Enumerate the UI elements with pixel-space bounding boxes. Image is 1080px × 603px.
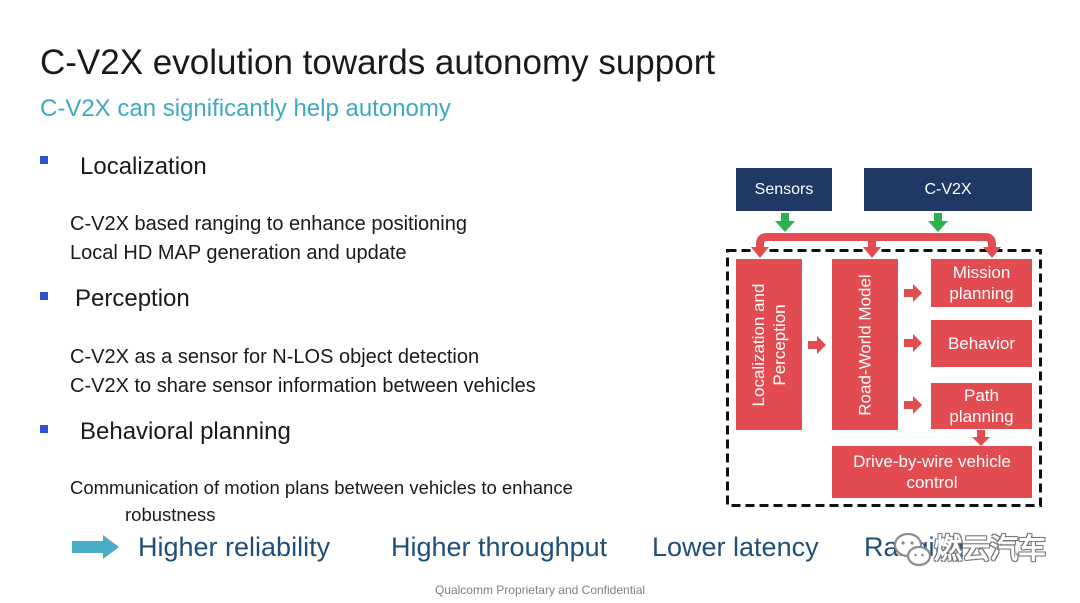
road-world-to-mission-arrow-icon — [904, 284, 922, 302]
to-mission-planning-arrow-icon — [983, 247, 1001, 258]
bullet-heading-behavioral-planning: Behavioral planning — [80, 418, 291, 445]
road-world-to-behavior-arrow-icon — [904, 334, 922, 352]
path-planning-line-2: planning — [949, 407, 1014, 426]
footer-confidential: Qualcomm Proprietary and Confidential — [434, 583, 646, 597]
bullet-marker-localization — [40, 156, 48, 164]
mission-planning-line-2: planning — [949, 284, 1014, 303]
mission-planning-line-1: Mission — [952, 263, 1011, 282]
bullet-subitem: C-V2X to share sensor information betwee… — [70, 375, 536, 397]
sensors-box: Sensors — [736, 168, 832, 211]
path-planning-line-1: Path — [964, 386, 999, 405]
cv2x-label: C-V2X — [924, 181, 972, 198]
benefit-higher-throughput: Higher throughput — [391, 532, 608, 562]
drive-by-wire-line-2: control — [906, 473, 958, 492]
cv2x-down-arrow-icon — [928, 213, 948, 232]
path-planning-box: Path planning — [931, 383, 1032, 429]
bullet-marker-behavioral-planning — [40, 425, 48, 433]
sensors-down-arrow-icon — [775, 213, 795, 232]
localization-label-line-2: Perception — [770, 303, 789, 386]
bullet-subitem: C-V2X based ranging to enhance positioni… — [70, 213, 467, 235]
to-localization-arrow-icon — [751, 247, 769, 258]
bullet-subitem: Local HD MAP generation and update — [70, 242, 407, 264]
bullet-subitem-line-1: Communication of motion plans between ve… — [70, 477, 573, 498]
benefit-arrow-icon — [72, 535, 119, 559]
road-world-model-label-wrap: Road-World Model — [855, 259, 876, 430]
localization-to-road-world-arrow-icon — [808, 336, 826, 354]
sensors-label: Sensors — [754, 181, 814, 198]
localization-perception-box: Localization and Perception — [736, 259, 802, 430]
road-world-model-box: Road-World Model — [832, 259, 898, 430]
benefit-lower-latency: Lower latency — [652, 532, 819, 562]
wechat-icon — [893, 532, 932, 567]
watermark-text: 燃云汽车 — [934, 533, 1047, 564]
bullet-subitem-line-2: robustness — [125, 504, 216, 525]
mission-planning-box: Mission planning — [931, 259, 1032, 307]
localization-label-line-1: Localization and — [749, 283, 768, 406]
slide-title: C-V2X evolution towards autonomy support — [40, 43, 716, 82]
bullet-marker-perception — [40, 292, 48, 300]
slide-subtitle: C-V2X can significantly help autonomy — [40, 95, 451, 122]
benefit-higher-reliability: Higher reliability — [138, 532, 331, 562]
road-world-model-label: Road-World Model — [855, 273, 875, 416]
drive-by-wire-line-1: Drive-by-wire vehicle — [853, 452, 1011, 471]
behavior-label: Behavior — [947, 334, 1016, 353]
bullet-heading-perception: Perception — [75, 285, 190, 312]
cv2x-box: C-V2X — [864, 168, 1032, 211]
bullet-subitem: C-V2X as a sensor for N-LOS object detec… — [70, 346, 480, 368]
road-world-to-path-arrow-icon — [904, 396, 922, 414]
drive-by-wire-box: Drive-by-wire vehicle control — [832, 446, 1032, 498]
dashed-system-boundary — [726, 249, 1042, 507]
localization-perception-label: Localization and Perception — [748, 259, 790, 430]
to-road-world-arrow-icon — [863, 247, 881, 258]
behavior-box: Behavior — [931, 320, 1032, 367]
path-to-drive-by-wire-arrow-icon — [972, 430, 990, 446]
bullet-heading-localization: Localization — [80, 153, 207, 180]
